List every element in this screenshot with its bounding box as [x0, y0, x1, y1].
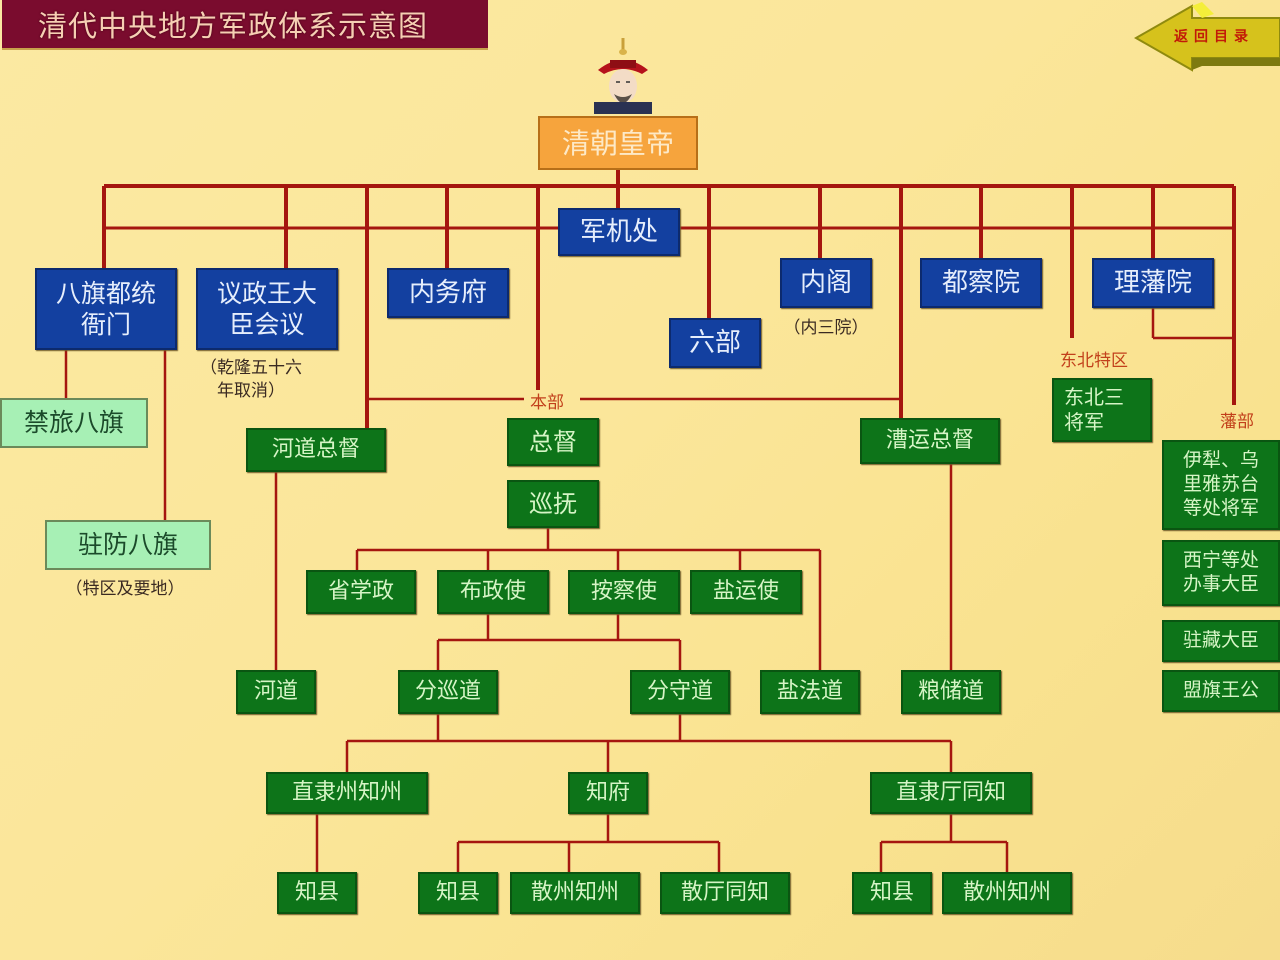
zhixian-label-3: 知县 — [869, 880, 914, 906]
yizheng-label: 议政王大臣会议 — [216, 278, 317, 339]
jinlv-baqi-box: 禁旅八旗 — [0, 398, 148, 448]
neiwufu-box: 内务府 — [387, 268, 509, 318]
hedao-label: 河道 — [253, 679, 298, 705]
frontier-box-2: 西宁等处办事大臣 — [1162, 540, 1280, 606]
zhixian-label-1: 知县 — [294, 880, 339, 906]
emperor-label: 清朝皇帝 — [561, 126, 674, 160]
zhifu-label: 知府 — [585, 780, 630, 806]
liubu-box: 六部 — [669, 318, 761, 368]
zhiliting-box: 直隶厅同知 — [870, 772, 1032, 814]
frontier-label-3: 驻藏大臣 — [1182, 629, 1259, 652]
zhilizhou-label: 直隶州知州 — [291, 780, 402, 806]
jinlv-baqi-label: 禁旅八旗 — [23, 408, 124, 438]
frontier-box-4: 盟旗王公 — [1162, 670, 1280, 712]
liubu-label: 六部 — [688, 327, 741, 358]
frontier-box-3: 驻藏大臣 — [1162, 620, 1280, 662]
zongdu-label: 总督 — [529, 428, 577, 456]
back-to-contents-button[interactable]: 返回目录 — [1130, 0, 1280, 78]
emperor-portrait-icon — [594, 38, 652, 114]
yizheng-note: （乾隆五十六年取消） — [200, 358, 302, 401]
back-label: 返回目录 — [1174, 29, 1254, 45]
emperor-box: 清朝皇帝 — [538, 116, 698, 170]
xunfu-box: 巡抚 — [507, 480, 599, 528]
zhixian-box-3: 知县 — [852, 872, 932, 914]
fenshoudao-box: 分守道 — [630, 670, 730, 714]
zhixian-box-1: 知县 — [277, 872, 357, 914]
zhixian-label-2: 知县 — [435, 880, 480, 906]
hedao-zongdu-box: 河道总督 — [246, 428, 386, 472]
yanyunshi-label: 盐运使 — [712, 579, 779, 605]
baqi-dutong-label: 八旗都统衙门 — [55, 278, 156, 339]
lifanyuan-box: 理藩院 — [1092, 258, 1214, 308]
dongbei-tequ-label: 东北特区 — [1060, 351, 1128, 371]
anchashi-label: 按察使 — [590, 579, 657, 605]
yanfadao-box: 盐法道 — [760, 670, 860, 714]
yanfadao-label: 盐法道 — [776, 679, 843, 705]
neige-note: （内三院） — [783, 318, 869, 338]
liangchudao-label: 粮储道 — [917, 679, 984, 705]
zhixian-box-2: 知县 — [418, 872, 498, 914]
buzhengshi-label: 布政使 — [459, 579, 526, 605]
page-title: 清代中央地方军政体系示意图 — [2, 0, 488, 50]
sanzhou-label-1: 散州知州 — [530, 880, 619, 906]
sanzhou-box-2: 散州知州 — [942, 872, 1072, 914]
frontier-label-2: 西宁等处办事大臣 — [1182, 549, 1259, 595]
buzhengshi-box: 布政使 — [437, 570, 549, 614]
frontier-box-1: 伊犁、乌里雅苏台等处将军 — [1162, 440, 1280, 530]
liangchudao-box: 粮储道 — [901, 670, 1001, 714]
lifanyuan-label: 理藩院 — [1113, 267, 1192, 298]
zhufang-baqi-label: 驻防八旗 — [77, 530, 178, 560]
shengxuezheng-label: 省学政 — [327, 579, 394, 605]
junjichu-label: 军机处 — [579, 216, 658, 247]
zhufang-baqi-box: 驻防八旗 — [45, 520, 211, 570]
yizheng-box: 议政王大臣会议 — [196, 268, 338, 350]
duchayuan-box: 都察院 — [920, 258, 1042, 308]
sanzhou-label-2: 散州知州 — [962, 880, 1051, 906]
dongbei-generals-box: 东北三将军 — [1052, 378, 1152, 442]
dongbei-generals-label: 东北三将军 — [1064, 385, 1124, 434]
santing-box: 散厅同知 — [660, 872, 790, 914]
fenxundao-box: 分巡道 — [398, 670, 498, 714]
zhiliting-label: 直隶厅同知 — [895, 780, 1006, 806]
frontier-label-1: 伊犁、乌里雅苏台等处将军 — [1182, 449, 1259, 519]
fenxundao-label: 分巡道 — [414, 679, 481, 705]
caoyun-zongdu-label: 漕运总督 — [885, 428, 974, 454]
fenshoudao-label: 分守道 — [646, 679, 713, 705]
frontier-label-4: 盟旗王公 — [1182, 679, 1259, 702]
zhilizhou-box: 直隶州知州 — [266, 772, 428, 814]
neiwufu-label: 内务府 — [408, 277, 487, 308]
santing-label: 散厅同知 — [680, 880, 769, 906]
neige-box: 内阁 — [780, 258, 872, 308]
anchashi-box: 按察使 — [568, 570, 680, 614]
yanyunshi-box: 盐运使 — [690, 570, 802, 614]
left-arrow-icon — [1133, 2, 1280, 72]
junjichu-box: 军机处 — [558, 208, 680, 256]
zhifu-box: 知府 — [568, 772, 648, 814]
title-text: 清代中央地方军政体系示意图 — [38, 9, 429, 43]
caoyun-zongdu-box: 漕运总督 — [860, 418, 1000, 464]
zhufang-note: （特区及要地） — [65, 579, 185, 599]
fanbu-label: 藩部 — [1220, 412, 1254, 432]
neige-label: 内阁 — [799, 267, 852, 298]
sanzhou-box-1: 散州知州 — [510, 872, 640, 914]
hedao-zongdu-label: 河道总督 — [271, 437, 360, 463]
zongdu-box: 总督 — [507, 418, 599, 466]
benbu-label: 本部 — [530, 393, 564, 413]
duchayuan-label: 都察院 — [941, 267, 1020, 298]
hedao-box: 河道 — [236, 670, 316, 714]
baqi-dutong-box: 八旗都统衙门 — [35, 268, 177, 350]
xunfu-label: 巡抚 — [529, 490, 577, 518]
shengxuezheng-box: 省学政 — [306, 570, 416, 614]
